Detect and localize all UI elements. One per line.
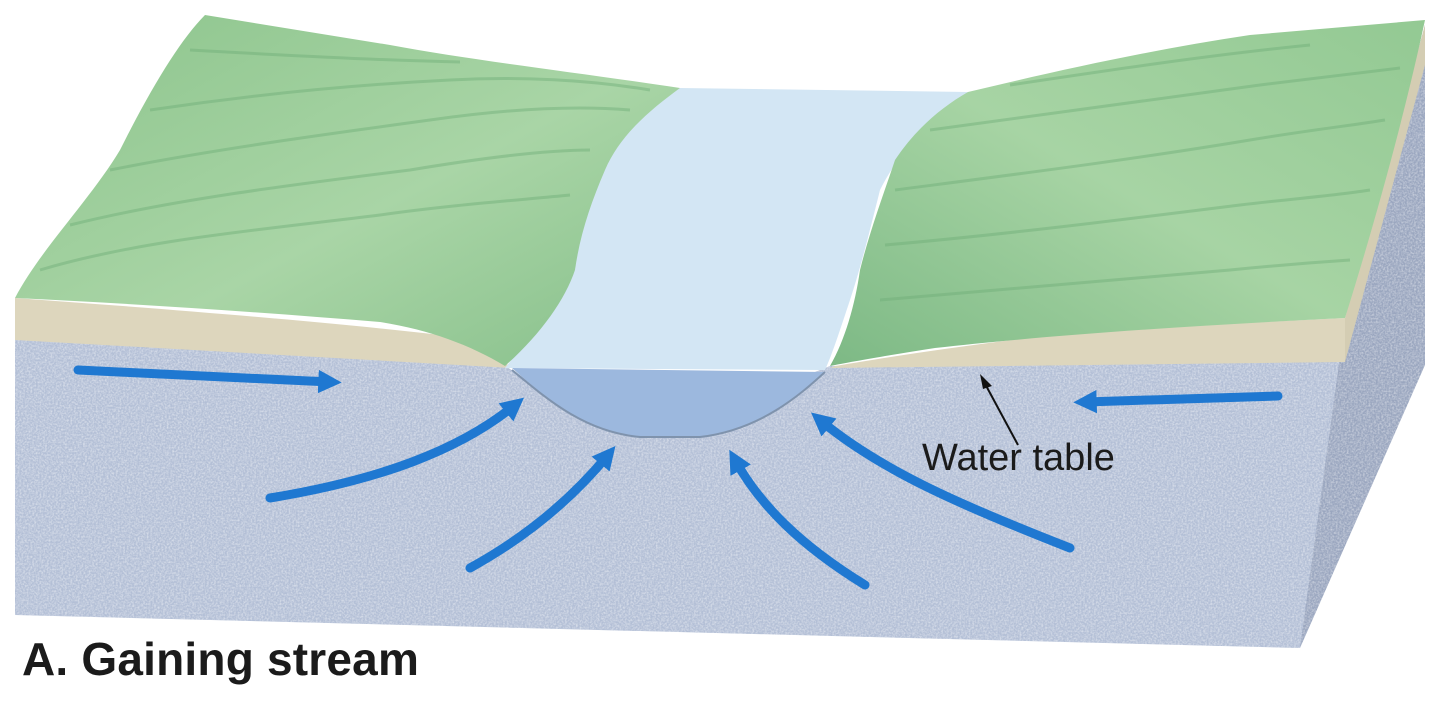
hill-right (830, 20, 1425, 366)
hill-left (15, 15, 680, 366)
hill-left-contours (39, 48, 651, 272)
flow-arrow-right-1 (1073, 389, 1283, 414)
water-table-pointer (982, 379, 1019, 446)
stream-bed-line (511, 369, 826, 438)
flow-arrow-left-3 (465, 445, 616, 573)
water-table-label: Water table (922, 437, 1115, 479)
flow-arrow-right-2 (811, 412, 1075, 553)
hill-right-contours (879, 43, 1401, 302)
diagram-caption: A. Gaining stream (22, 633, 420, 685)
soil-layer-side (1345, 25, 1425, 362)
water-table-pointer-head (980, 374, 992, 389)
flow-arrow-left-1 (73, 365, 342, 394)
flow-arrow-left-2 (265, 397, 525, 503)
ground-front-grain (15, 335, 1345, 648)
soil-layer-left (15, 298, 512, 368)
stream-water (512, 368, 825, 437)
flow-arrow-right-3 (729, 449, 870, 590)
soil-layer-right (830, 318, 1345, 368)
air-above-stream (505, 88, 968, 370)
groundwater-flow-arrows (73, 365, 1283, 590)
